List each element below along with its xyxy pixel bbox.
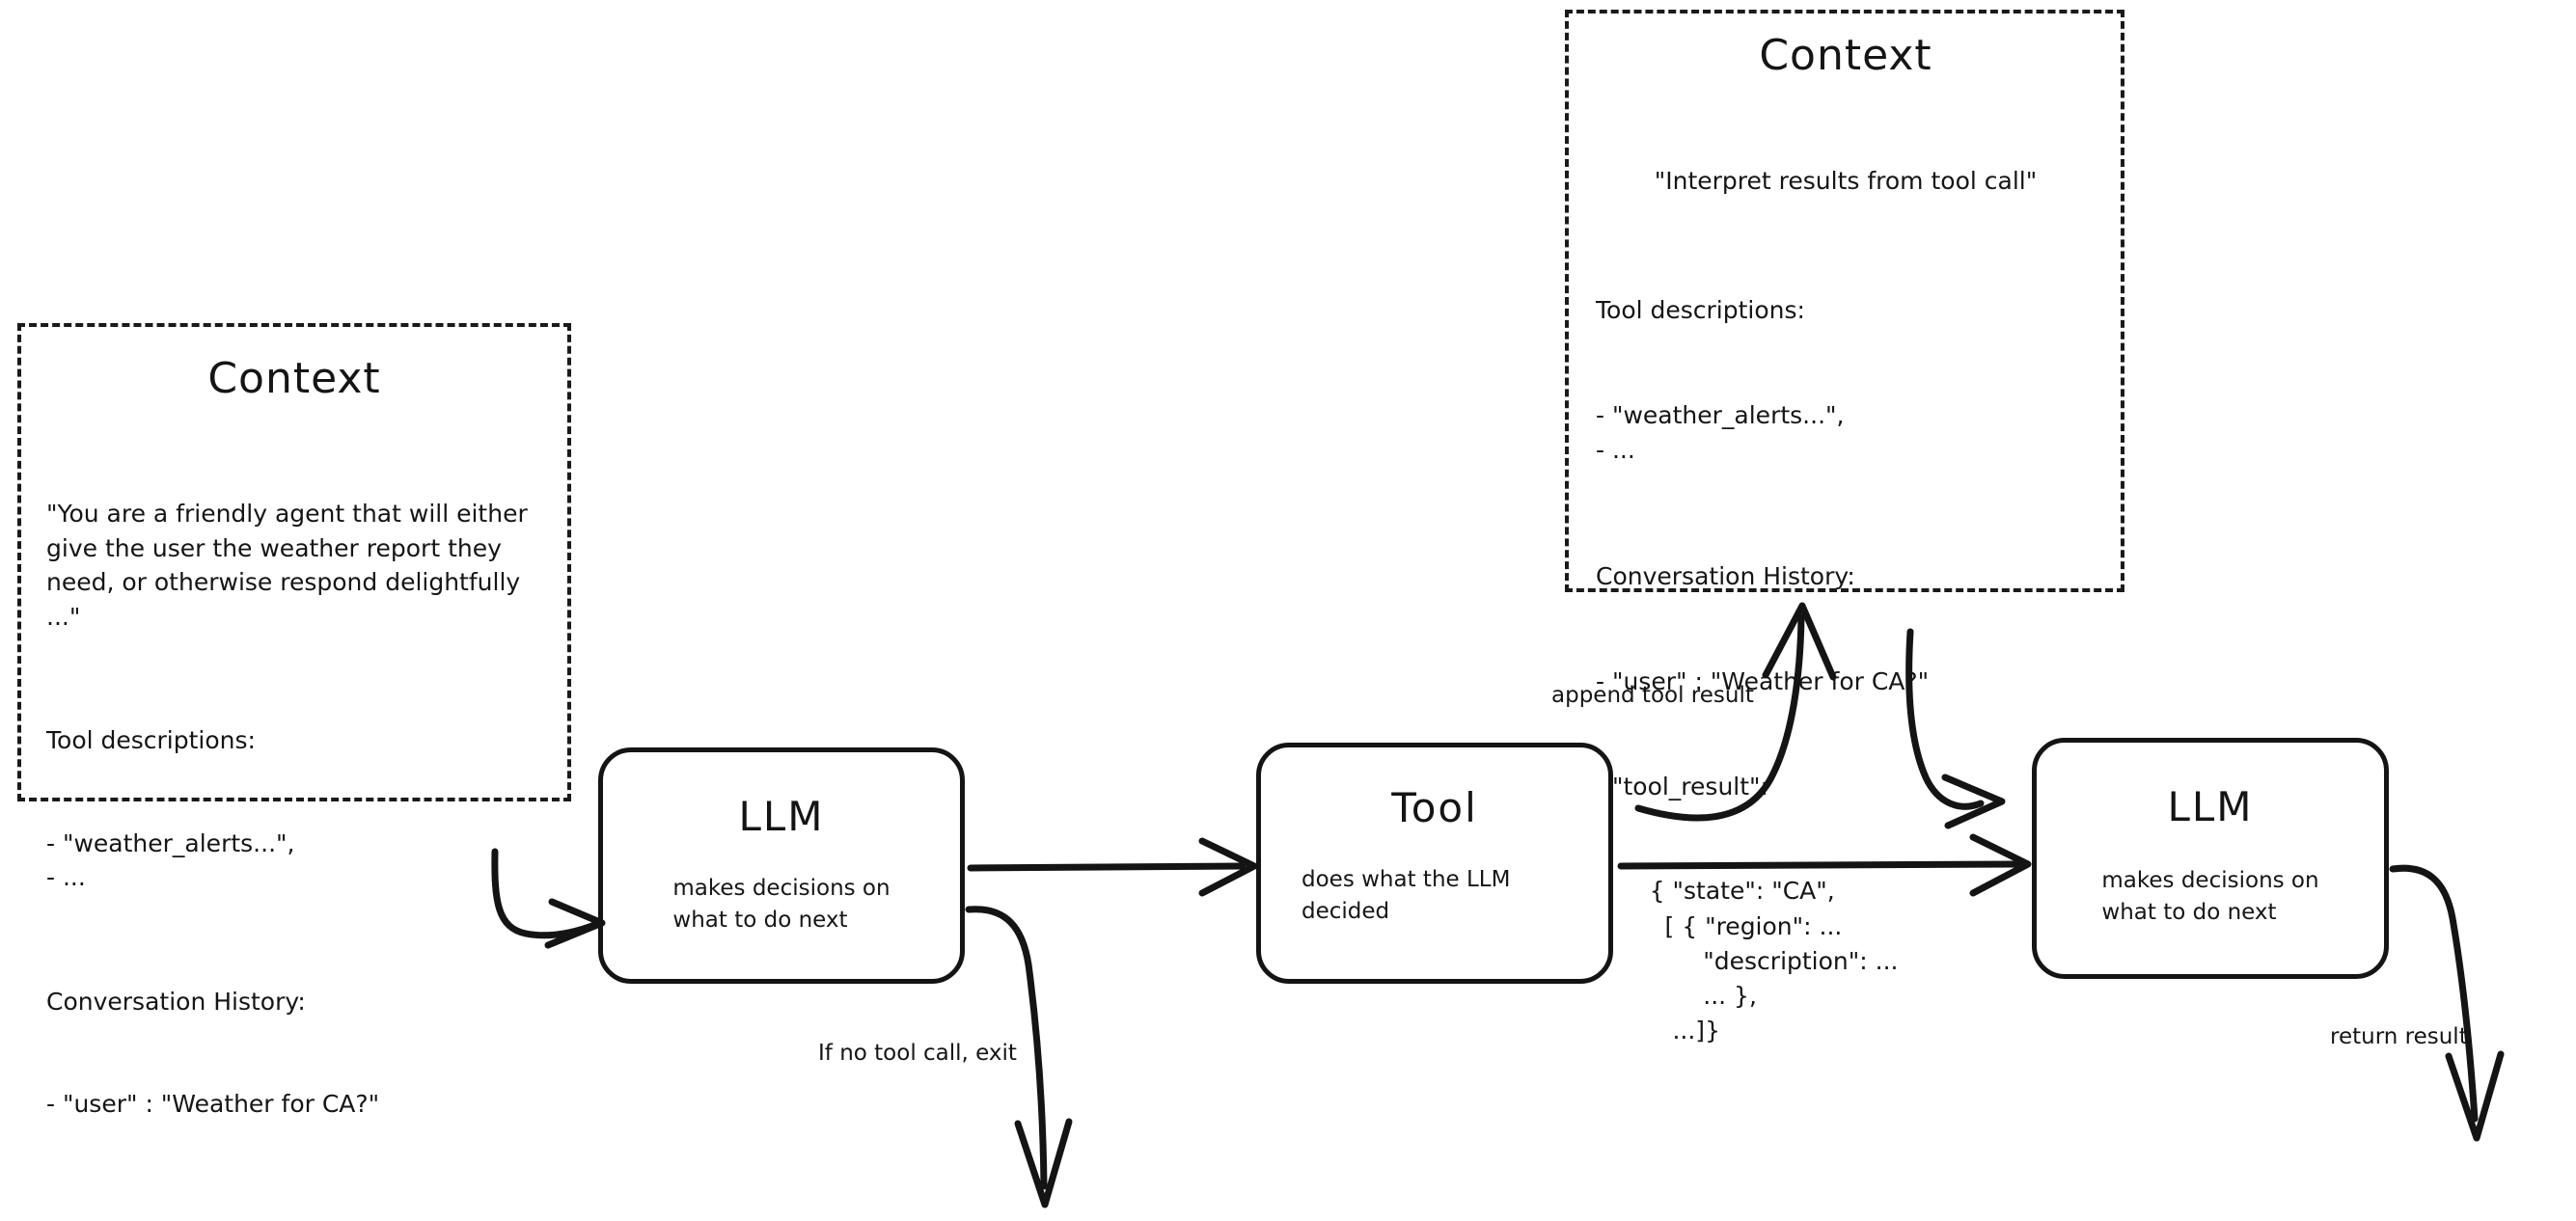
context-left-title: Context bbox=[207, 354, 381, 403]
context-left-system-prompt: "You are a friendly agent that will eith… bbox=[46, 500, 535, 631]
arrow-context-to-llm-first-head bbox=[544, 898, 606, 949]
edge-label-if-no-tool-call-exit: If no tool call, exit bbox=[818, 1041, 1017, 1066]
context-right-tools-items: - "weather_alerts...", - ... bbox=[1596, 401, 1845, 465]
arrow-llm-second-return-result-head bbox=[2445, 1050, 2505, 1142]
node-tool[interactable]: Tool does what the LLM decided bbox=[1256, 743, 1613, 984]
node-llm-second[interactable]: LLM makes decisions on what to do next bbox=[2032, 738, 2389, 979]
context-box-initial: Context "You are a friendly agent that w… bbox=[17, 323, 571, 1118]
node-llm-second-title: LLM bbox=[2167, 783, 2254, 830]
context-right-system-prompt: "Interpret results from tool call" bbox=[1654, 166, 2038, 195]
context-right-title: Context bbox=[1759, 31, 1932, 80]
context-right-conversation-tool-result: - "tool_result": bbox=[1596, 772, 1768, 800]
node-llm-second-subtitle: makes decisions on what to do next bbox=[2101, 868, 2319, 926]
arrow-llm-second-return-result bbox=[2389, 864, 2479, 1123]
node-llm-first-subtitle: makes decisions on what to do next bbox=[672, 876, 891, 934]
node-tool-title: Tool bbox=[1391, 784, 1478, 831]
edge-label-append-tool-result: append tool result bbox=[1551, 683, 1754, 708]
node-llm-first-title: LLM bbox=[738, 793, 825, 840]
context-left-conversation-header: Conversation History: bbox=[46, 987, 306, 1016]
context-right-body: "Interpret results from tool call" Tool … bbox=[1596, 94, 2096, 1119]
context-right-tools-header: Tool descriptions: bbox=[1596, 296, 1805, 325]
context-right-tool-result-body: { "state": "CA", [ { "region": ... "desc… bbox=[1649, 877, 1899, 1045]
context-left-tools-items: - "weather_alerts...", - ... bbox=[46, 828, 295, 892]
context-right-conversation-header: Conversation History: bbox=[1596, 562, 1855, 590]
arrow-llm-first-exit-head bbox=[1014, 1118, 1073, 1208]
context-box-after-tool: Context "Interpret results from tool cal… bbox=[1565, 10, 2124, 1045]
context-left-body: "You are a friendly agent that will eith… bbox=[46, 428, 542, 1190]
node-llm-first[interactable]: LLM makes decisions on what to do next bbox=[598, 747, 965, 984]
context-left-tools-header: Tool descriptions: bbox=[46, 726, 256, 754]
node-tool-subtitle: does what the LLM decided bbox=[1302, 867, 1511, 925]
arrow-llm-first-to-tool bbox=[967, 862, 1247, 872]
arrow-llm-first-to-tool-head bbox=[1198, 837, 1258, 897]
edge-label-return-result: return result bbox=[2330, 1024, 2468, 1049]
context-left-conversation-items: - "user" : "Weather for CA?" bbox=[46, 1090, 380, 1118]
